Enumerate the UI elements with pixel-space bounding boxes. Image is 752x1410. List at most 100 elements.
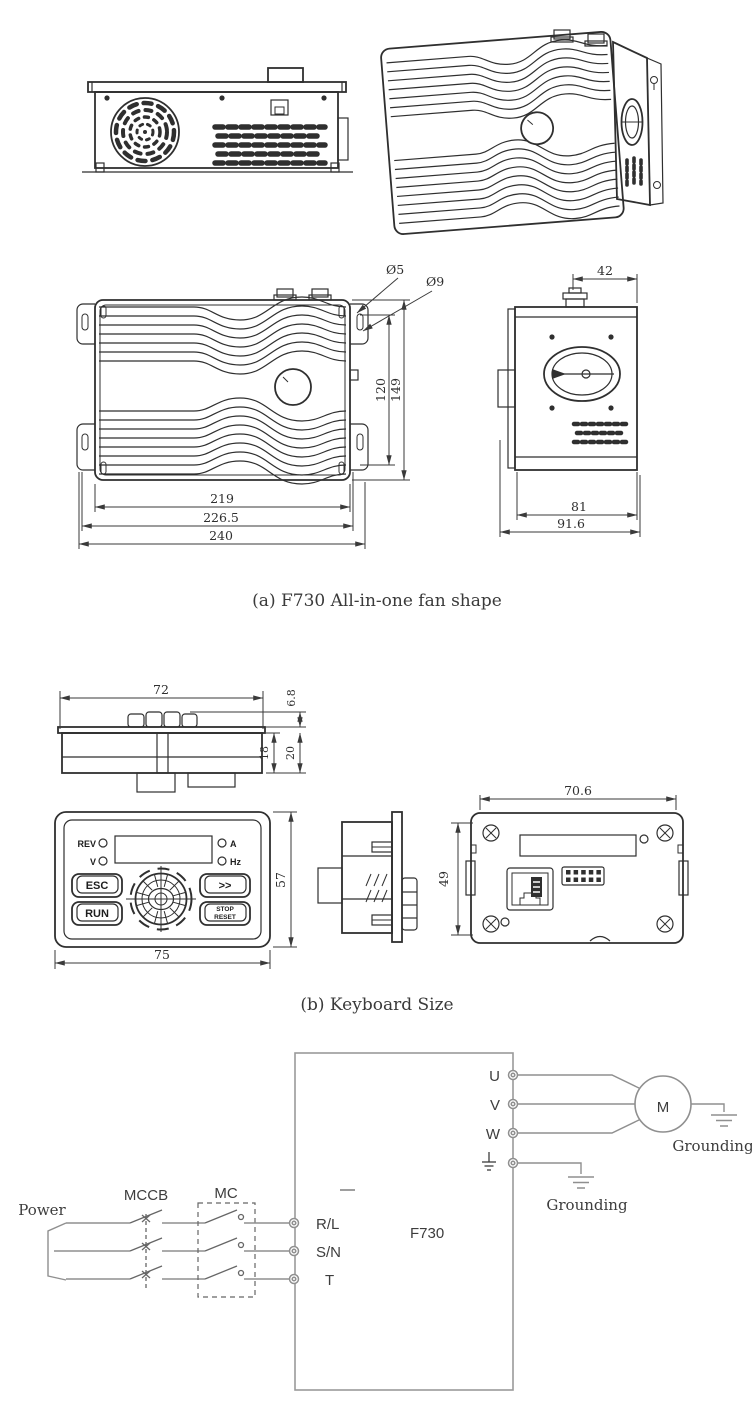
- pe-terminal-icon: [482, 1152, 496, 1171]
- caption-b: (b) Keyboard Size: [300, 995, 453, 1015]
- led-v-icon: [98, 856, 108, 866]
- led-v-label: V: [90, 857, 96, 867]
- keypad-side-view: [317, 811, 418, 943]
- dim-keypad-height: 57: [273, 872, 288, 888]
- run-button-label: RUN: [85, 908, 109, 920]
- screw-icon: [656, 915, 674, 933]
- keypad-front-view: REV V A Hz ESC RUN >> STOP RESET: [54, 811, 297, 969]
- dim-rear-width: 70.6: [564, 783, 592, 798]
- terminal-rl-label: R/L: [316, 1216, 339, 1233]
- rj45-jack-icon: [506, 867, 554, 911]
- screw-icon: [321, 95, 327, 101]
- device-label: F730: [410, 1225, 444, 1242]
- motor-label: M: [657, 1099, 670, 1116]
- dim-width-full: 240: [209, 528, 233, 543]
- pin-header-icon: [561, 866, 605, 886]
- cable-glands-icon: [550, 29, 608, 47]
- output-terminals: [507, 1069, 519, 1169]
- reset-label: RESET: [214, 914, 236, 921]
- led-a-label: A: [230, 839, 237, 849]
- dimension-lines: Ø5 Ø9 120 149 219 226.5 240: [78, 262, 444, 549]
- dimension-lines: 75 57: [54, 811, 297, 969]
- rotary-switch-icon: [543, 346, 621, 402]
- mc-label: MC: [214, 1185, 237, 1202]
- ground-symbol-icon: [568, 1176, 594, 1189]
- dim-kb-bump: 6.8: [285, 689, 298, 707]
- dim-kb-depth-outer: 20: [284, 746, 297, 760]
- keypad-rear-view: 70.6 49: [436, 783, 689, 944]
- rear-connector-icon: [401, 877, 418, 931]
- dim-bottom-inner: 81: [571, 499, 587, 514]
- dim-hole-big: Ø9: [426, 274, 444, 289]
- terminal-v-label: V: [490, 1097, 500, 1114]
- stop-reset-button[interactable]: STOP RESET: [199, 901, 251, 926]
- dim-keypad-width: 75: [154, 947, 170, 962]
- power-label: Power: [18, 1201, 66, 1219]
- fan-grille-icon: [110, 97, 180, 167]
- side-vents-icon: [625, 156, 643, 190]
- terminal-w-label: W: [486, 1126, 501, 1143]
- input-terminals: [288, 1217, 300, 1285]
- run-button[interactable]: RUN: [71, 901, 123, 926]
- knob-icon: [520, 111, 555, 146]
- grounding-pe-label: Grounding: [546, 1196, 628, 1214]
- dim-width-mid: 226.5: [203, 510, 239, 525]
- led-a-icon: [217, 838, 227, 848]
- dim-kb-depth-inner: 18: [258, 746, 271, 760]
- keyboard-top-view: 72 6.8 18 20: [57, 682, 306, 793]
- wiring-diagram: F730 — Power MCCB MC: [18, 1052, 752, 1391]
- display-window: [114, 835, 213, 864]
- screw-icon: [219, 95, 225, 101]
- esc-button[interactable]: ESC: [71, 873, 123, 898]
- fan-3d-view: [380, 29, 664, 235]
- dim-height-outer: 149: [388, 378, 403, 402]
- mount-ear-icon: [650, 76, 661, 189]
- dim-height-inner: 120: [373, 378, 388, 402]
- side-port-icon: [620, 98, 644, 146]
- shift-button[interactable]: >>: [199, 873, 251, 898]
- grounding-motor-label: Grounding: [672, 1137, 752, 1155]
- dim-rear-height: 49: [436, 871, 451, 887]
- mccb-label: MCCB: [124, 1187, 168, 1204]
- cable-gland-icon: [562, 287, 588, 308]
- fan-front-view: Ø5 Ø9 120 149 219 226.5 240: [76, 262, 444, 549]
- rj45-port-icon: [270, 99, 289, 116]
- mccb-switch: [129, 1209, 163, 1280]
- vent-slots-icon: [571, 421, 629, 445]
- fan-side-dim-view: 42 81 91.6: [497, 263, 641, 537]
- dim-bottom-outer: 91.6: [557, 516, 585, 531]
- dimension-lines: 42 81 91.6: [499, 263, 641, 537]
- connector-bumps: [127, 711, 198, 728]
- dash-mark: —: [340, 1181, 355, 1198]
- led-rev-label: REV: [77, 839, 96, 849]
- mc-switch: [204, 1209, 245, 1280]
- terminal-u-label: U: [489, 1068, 500, 1085]
- dimension-lines: 70.6 49: [436, 783, 677, 936]
- terminal-t-label: T: [325, 1272, 334, 1289]
- fan-side-view: [82, 67, 353, 173]
- terminal-sn-label: S/N: [316, 1244, 341, 1261]
- esc-button-label: ESC: [86, 880, 109, 892]
- jog-dial[interactable]: [126, 866, 196, 932]
- mc-box: [197, 1202, 256, 1298]
- screw-icon: [104, 95, 110, 101]
- dim-top-width: 42: [597, 263, 613, 278]
- dim-width-body: 219: [210, 491, 234, 506]
- screw-icon: [482, 824, 500, 842]
- dimension-lines: 72 6.8 18 20: [59, 682, 306, 774]
- vent-slashes-icon: [365, 873, 388, 903]
- shift-button-label: >>: [219, 880, 232, 892]
- ground-symbol-icon: [711, 1114, 737, 1127]
- cable-glands-icon: [273, 288, 332, 301]
- screw-icon: [482, 915, 500, 933]
- screw-icon: [656, 824, 674, 842]
- vent-slots-icon: [212, 124, 328, 166]
- caption-a: (a) F730 All-in-one fan shape: [252, 591, 502, 611]
- dim-kb-width: 72: [153, 682, 169, 697]
- stop-label: STOP: [216, 906, 234, 913]
- display-slot: [519, 834, 637, 857]
- led-hz-icon: [217, 856, 227, 866]
- led-rev-icon: [98, 838, 108, 848]
